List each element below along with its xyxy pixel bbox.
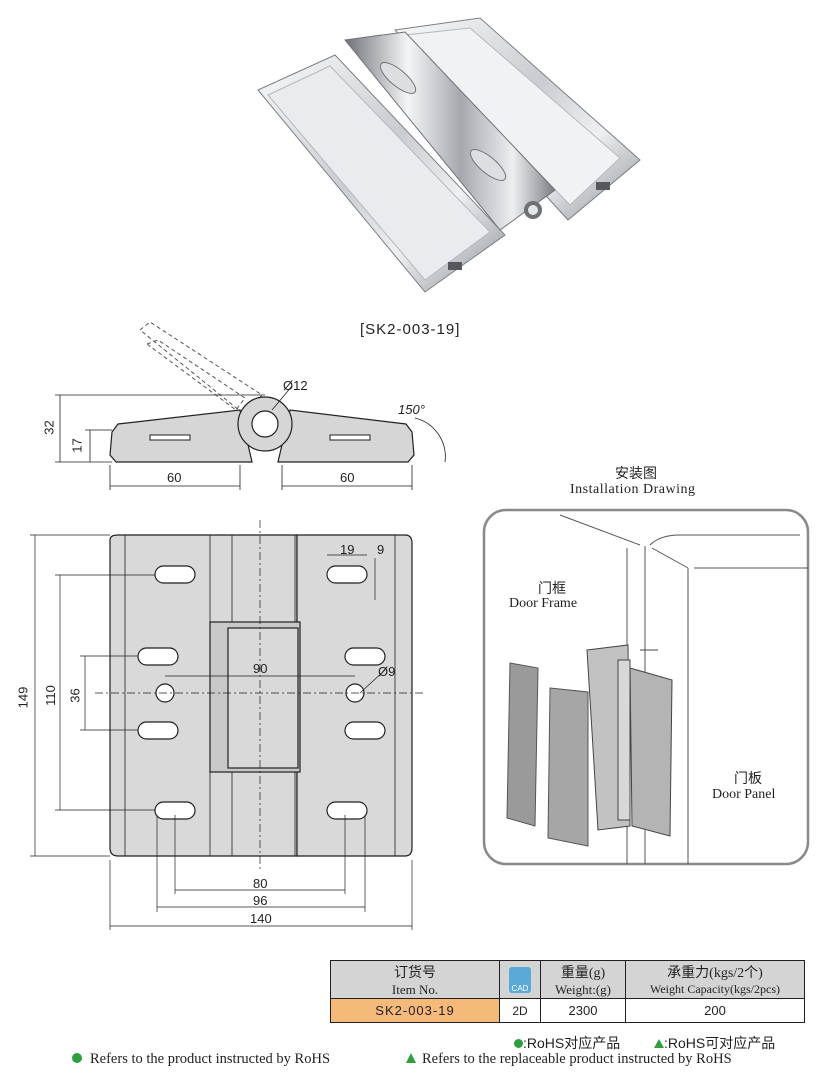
door-frame-label-cn: 门框	[538, 582, 566, 597]
col-header-weight: 重量(g) Weight:(g)	[540, 960, 626, 999]
dim-60-left: 60	[167, 470, 182, 485]
dim-pin-dia: Ø12	[283, 378, 308, 393]
replaceable-triangle-icon	[406, 1053, 416, 1063]
col-header-item: 订货号 Item No.	[330, 960, 500, 999]
dim-90: 90	[253, 661, 268, 676]
dim-80: 80	[253, 876, 268, 891]
door-frame-label-en: Door Frame	[509, 596, 578, 611]
row-cad: 2D	[499, 998, 541, 1023]
product-photo	[257, 17, 641, 293]
rohs-dot-icon	[514, 1039, 523, 1048]
rohs-dot-icon	[72, 1053, 82, 1063]
door-panel-label-en: Door Panel	[712, 787, 776, 802]
model-label: [SK2-003-19]	[360, 321, 461, 338]
dim-96: 96	[253, 893, 268, 908]
installation-title-en: Installation Drawing	[570, 482, 696, 497]
row-capacity: 200	[625, 998, 805, 1023]
door-panel-label-cn: 门板	[734, 772, 762, 787]
legend-rohs-en: Refers to the product instructed by RoHS	[72, 1051, 330, 1068]
replaceable-triangle-icon	[654, 1039, 664, 1048]
side-view-drawing	[55, 321, 446, 490]
row-weight: 2300	[540, 998, 626, 1023]
dim-hole-dia: Ø9	[378, 664, 396, 679]
dim-60-right: 60	[340, 470, 355, 485]
dim-140: 140	[250, 911, 272, 926]
col-header-capacity: 承重力(kgs/2个) Weight Capacity(kgs/2pcs)	[625, 960, 805, 999]
row-item-no: SK2-003-19	[330, 998, 500, 1023]
dim-angle: 150°	[398, 402, 425, 417]
cad-icon: CAD	[499, 960, 541, 999]
legend-rohs-cn: :RoHS对应产品	[514, 1033, 620, 1053]
dim-9: 9	[377, 542, 385, 557]
installation-title-cn: 安装图	[615, 467, 657, 482]
legend-replaceable-en: Refers to the replaceable product instru…	[406, 1051, 732, 1068]
legend-replaceable-cn: :RoHS可对应产品	[654, 1033, 775, 1053]
dim-19: 19	[340, 542, 355, 557]
spec-table: 订货号 Item No. CAD 重量(g) Weight:(g) 承重力(kg…	[330, 960, 805, 1023]
